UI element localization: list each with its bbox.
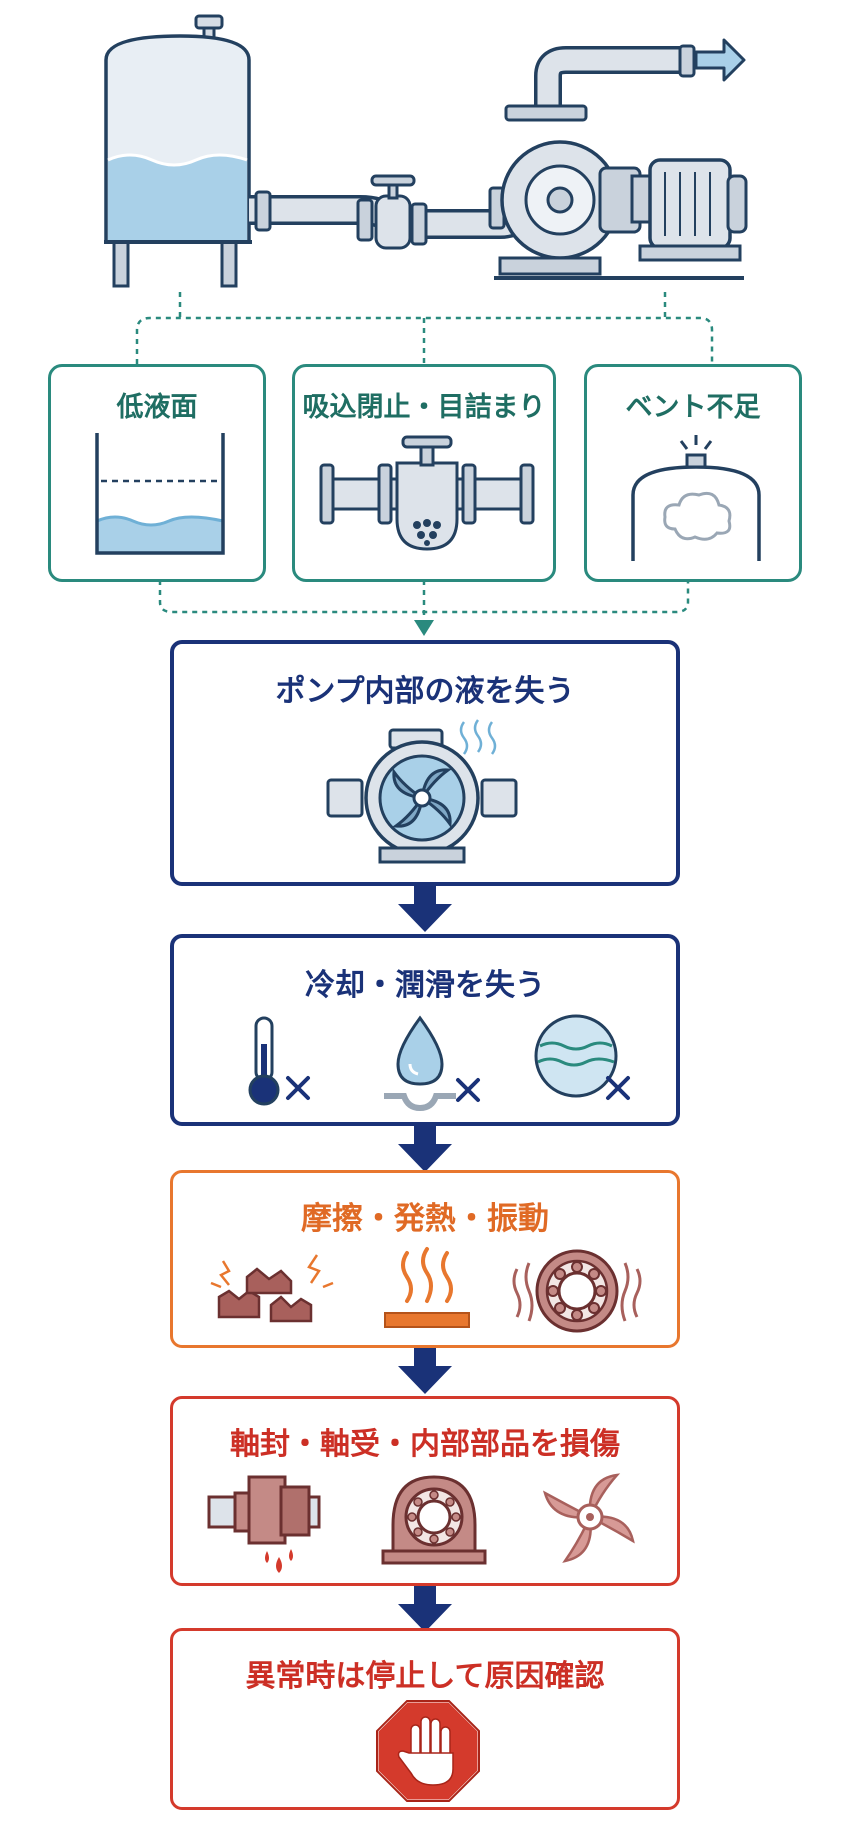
vibrating-bearing-icon: [512, 1249, 642, 1333]
friction-icon: [210, 1254, 334, 1323]
flow-arrow-icon: [398, 1586, 452, 1632]
step-stop-and-check: 異常時は停止して原因確認: [170, 1628, 680, 1810]
cause-low-level: 低液面: [48, 364, 266, 582]
step-label: 摩擦・発熱・振動: [301, 1201, 549, 1237]
step-label: 冷却・潤滑を失う: [305, 968, 545, 1003]
step-damage-components: 軸封・軸受・内部部品を損傷: [170, 1396, 680, 1586]
tank-low-level-icon: [95, 433, 225, 555]
droplet-x-icon: [384, 1015, 480, 1112]
heat-icon: [384, 1247, 470, 1328]
cause-insufficient-vent: ベント不足: [584, 364, 802, 582]
clogged-valve-icon: [319, 435, 535, 551]
centrifugal-pump-icon: [498, 44, 696, 276]
trapped-air-tank-icon: [631, 435, 761, 561]
motor-icon: [494, 158, 748, 280]
suction-valve-icon: [370, 174, 416, 250]
bearing-housing-icon: [381, 1475, 487, 1565]
step-label: 異常時は停止して原因確認: [245, 1659, 605, 1694]
dotted-connectors: [135, 292, 714, 636]
cause-label: 吸込閉止・目詰まり: [302, 392, 546, 423]
damaged-impeller-icon: [542, 1473, 635, 1563]
step-lose-liquid: ポンプ内部の液を失う: [170, 640, 680, 886]
water-circle-x-icon: [534, 1014, 630, 1100]
stop-hand-icon: [375, 1699, 481, 1803]
cause-suction-closed-clogged: 吸込閉止・目詰まり: [292, 364, 556, 582]
cause-label: 低液面: [116, 392, 198, 423]
step-lose-cooling-lubrication: 冷却・潤滑を失う: [170, 934, 680, 1126]
flow-arrow-icon: [398, 886, 452, 932]
storage-tank-icon: [104, 14, 252, 288]
flow-arrow-icon: [398, 1348, 452, 1394]
dry-pump-icon: [326, 719, 518, 864]
step-friction-heat-vibration: 摩擦・発熱・振動: [170, 1170, 680, 1348]
thermometer-x-icon: [248, 1016, 310, 1106]
pump-system-illustration: [104, 14, 748, 288]
step-label: 軸封・軸受・内部部品を損傷: [230, 1427, 620, 1462]
discharge-arrow-icon: [694, 38, 746, 82]
leaking-seal-icon: [207, 1475, 321, 1573]
cause-label: ベント不足: [625, 392, 761, 423]
step-label: ポンプ内部の液を失う: [275, 674, 575, 709]
flow-arrow-icon: [398, 1126, 452, 1172]
